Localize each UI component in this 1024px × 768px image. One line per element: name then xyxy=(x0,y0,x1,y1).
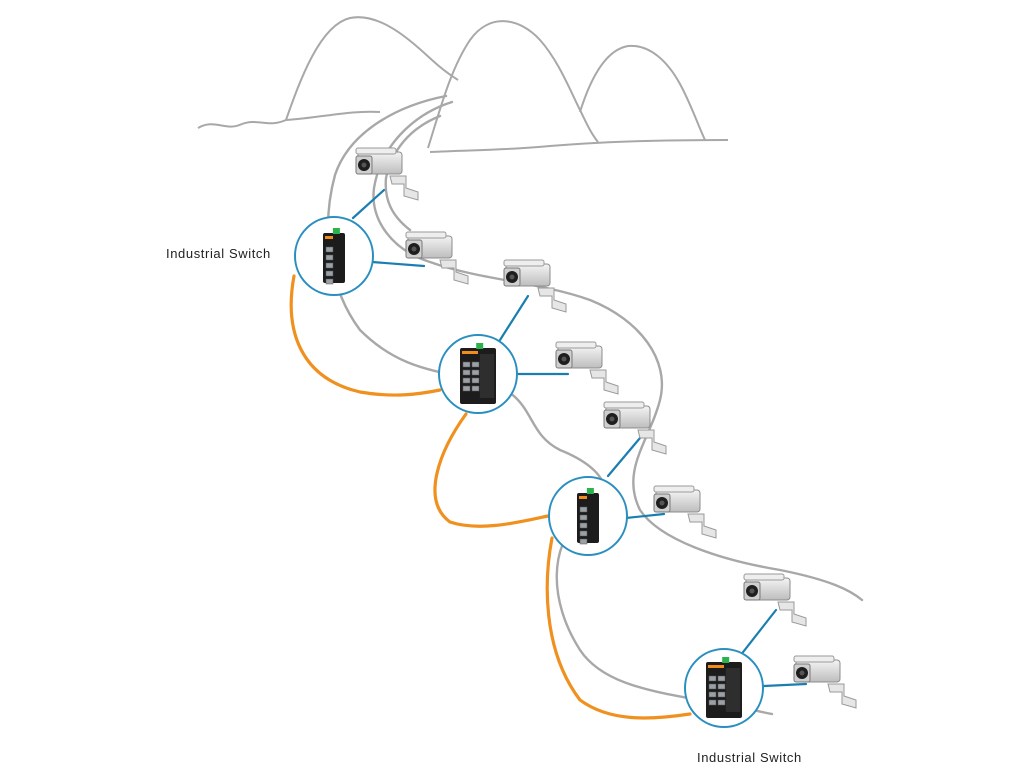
camera-links xyxy=(351,188,808,688)
switch-node-sw3 xyxy=(548,476,628,556)
camera-link-cam1 xyxy=(351,188,386,220)
mountain-base xyxy=(285,110,729,153)
industrial-switch-icon xyxy=(706,657,742,718)
camera-link-cam3 xyxy=(498,294,530,342)
road-edge-middle xyxy=(384,114,442,232)
industrial-switch-icon xyxy=(460,343,496,404)
cctv-camera-icon-cam8 xyxy=(793,655,857,709)
switch-label-top: Industrial Switch xyxy=(166,246,271,261)
cctv-camera-icon-cam1 xyxy=(355,147,419,201)
switch-node-sw2 xyxy=(438,334,518,414)
camera-link-cam5 xyxy=(606,436,642,478)
mountain-middle xyxy=(427,20,599,149)
cctv-camera-icon-cam2 xyxy=(405,231,469,285)
switch-node-sw1 xyxy=(294,216,374,296)
industrial-switch-icon xyxy=(577,488,599,545)
camera-link-cam8 xyxy=(762,682,808,688)
cctv-camera-icon-cam6 xyxy=(653,485,717,539)
mountain-right xyxy=(579,44,706,141)
cctv-camera-icon-cam5 xyxy=(603,401,667,455)
mountains-outline xyxy=(197,16,729,153)
cctv-camera-icon-cam3 xyxy=(503,259,567,313)
switches xyxy=(294,216,764,728)
ring-link-sw3-sw4 xyxy=(545,536,692,720)
ring-links xyxy=(289,274,692,720)
mountain-left xyxy=(197,16,459,129)
cctv-camera-icon-cam7 xyxy=(743,573,807,627)
ring-link-sw1-sw2 xyxy=(289,274,442,397)
industrial-switch-icon xyxy=(323,228,345,285)
camera-link-cam7 xyxy=(738,608,778,658)
cctv-camera-icon-cam4 xyxy=(555,341,619,395)
camera-link-cam2 xyxy=(370,260,426,268)
ring-link-sw2-sw3 xyxy=(433,412,550,528)
road-edge-outer xyxy=(326,94,774,716)
switch-label-bottom: Industrial Switch xyxy=(697,750,802,765)
cameras xyxy=(355,147,857,709)
switch-node-sw4 xyxy=(684,648,764,728)
camera-link-cam6 xyxy=(624,512,666,520)
